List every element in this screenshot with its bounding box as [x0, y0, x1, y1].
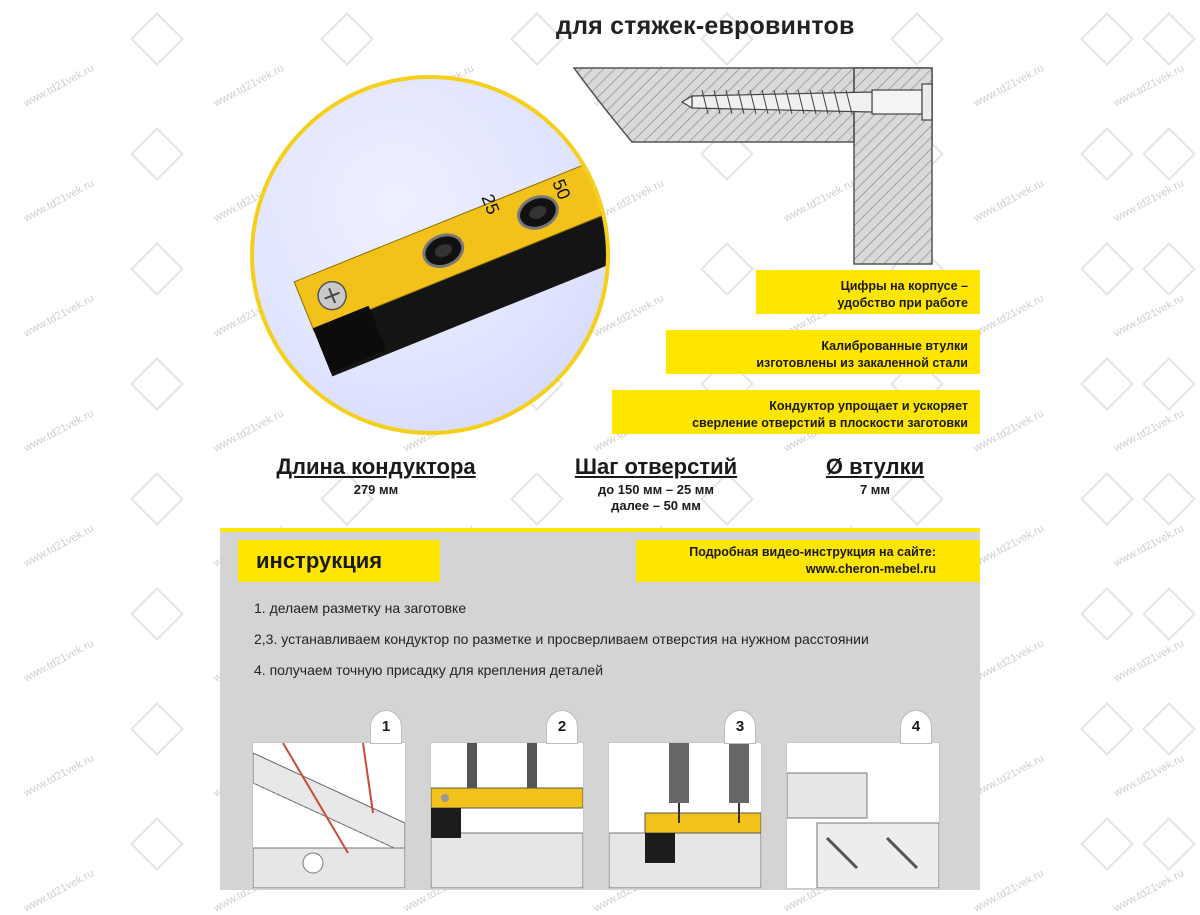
watermark-text: www.td21vek.ru: [21, 752, 96, 800]
callout-digits: Цифры на корпусе – удобство при работе: [756, 270, 980, 314]
watermark-text: www.td21vek.ru: [1111, 752, 1186, 800]
step-number-4: 4: [900, 710, 932, 744]
watermark-text: www.td21vek.ru: [211, 407, 286, 455]
watermark-logo-icon: [1080, 587, 1134, 641]
spec-length: Длина кондуктора 279 мм: [248, 454, 504, 498]
watermark-logo-icon: [130, 587, 184, 641]
video-link-caption: Подробная видео-инструкция на сайте:: [689, 545, 936, 559]
spec-bushing-value: 7 мм: [859, 482, 891, 497]
spec-pitch-value-2: далее – 50 мм: [611, 498, 701, 513]
spec-pitch: Шаг отверстий до 150 мм – 25 мм далее – …: [548, 454, 764, 514]
watermark-text: www.td21vek.ru: [211, 62, 286, 110]
spec-bushing: Ø втулки 7 мм: [800, 454, 950, 498]
watermark-logo-icon: [1080, 472, 1134, 526]
instruction-step-4: 4. получаем точную присадку для креплени…: [254, 662, 604, 678]
watermark-logo-icon: [130, 702, 184, 756]
step-number-2: 2: [546, 710, 578, 744]
step-illustration-2: [430, 742, 584, 889]
euro-screw-icon: [680, 83, 933, 121]
watermark-logo-icon: [1142, 242, 1196, 296]
watermark-text: www.td21vek.ru: [21, 522, 96, 570]
step-illustration-1: [252, 742, 406, 889]
step-number-3: 3: [724, 710, 756, 744]
instruction-step-2-3: 2,3. устанавливаем кондуктор по разметке…: [254, 631, 869, 647]
watermark-logo-icon: [1080, 127, 1134, 181]
watermark-text: www.td21vek.ru: [21, 637, 96, 685]
screw-joint-diagram: [572, 67, 933, 265]
watermark-text: www.td21vek.ru: [1111, 637, 1186, 685]
watermark-logo-icon: [1080, 357, 1134, 411]
watermark-logo-icon: [130, 12, 184, 66]
instruction-step-1: 1. делаем разметку на заготовке: [254, 600, 467, 616]
watermark-text: www.td21vek.ru: [21, 177, 96, 225]
watermark-text: www.td21vek.ru: [1111, 177, 1186, 225]
watermark-text: www.td21vek.ru: [971, 867, 1046, 915]
watermark-logo-icon: [130, 357, 184, 411]
watermark-text: www.td21vek.ru: [971, 752, 1046, 800]
step-number-1: 1: [370, 710, 402, 744]
watermark-text: www.td21vek.ru: [21, 407, 96, 455]
watermark-text: www.td21vek.ru: [21, 867, 96, 915]
watermark-logo-icon: [1142, 357, 1196, 411]
callout-bushings: Калиброванные втулки изготовлены из зака…: [666, 330, 980, 374]
spec-pitch-value-1: до 150 мм – 25 мм: [597, 482, 715, 497]
watermark-text: www.td21vek.ru: [1111, 292, 1186, 340]
jig-closeup-image: 25 50: [250, 75, 610, 435]
jig-closeup-svg: [293, 157, 606, 377]
watermark-text: www.td21vek.ru: [971, 292, 1046, 340]
watermark-text: www.td21vek.ru: [1111, 62, 1186, 110]
instruction-heading: инструкция: [238, 540, 440, 582]
watermark-logo-icon: [1142, 472, 1196, 526]
watermark-text: www.td21vek.ru: [971, 62, 1046, 110]
watermark-text: www.td21vek.ru: [971, 177, 1046, 225]
watermark-text: www.td21vek.ru: [971, 522, 1046, 570]
page-title: для стяжек-евровинтов: [556, 12, 855, 40]
watermark-logo-icon: [1142, 127, 1196, 181]
watermark-text: www.td21vek.ru: [971, 407, 1046, 455]
watermark-text: www.td21vek.ru: [1111, 407, 1186, 455]
watermark-logo-icon: [1080, 817, 1134, 871]
video-link-url[interactable]: www.cheron-mebel.ru: [805, 562, 936, 576]
watermark-logo-icon: [1080, 242, 1134, 296]
watermark-logo-icon: [130, 127, 184, 181]
watermark-logo-icon: [1142, 587, 1196, 641]
instruction-top-line: [220, 528, 980, 532]
watermark-text: www.td21vek.ru: [1111, 867, 1186, 915]
watermark-logo-icon: [130, 817, 184, 871]
spec-length-value: 279 мм: [353, 482, 399, 497]
watermark-logo-icon: [130, 242, 184, 296]
watermark-logo-icon: [130, 472, 184, 526]
callout-drilling: Кондуктор упрощает и ускоряет сверление …: [612, 390, 980, 434]
watermark-logo-icon: [1142, 12, 1196, 66]
spec-length-title: Длина кондуктора: [276, 454, 476, 479]
spec-bushing-title: Ø втулки: [825, 454, 925, 479]
watermark-text: www.td21vek.ru: [21, 62, 96, 110]
watermark-text: www.td21vek.ru: [21, 292, 96, 340]
watermark-text: www.td21vek.ru: [1111, 522, 1186, 570]
watermark-logo-icon: [890, 12, 944, 66]
watermark-text: www.td21vek.ru: [971, 637, 1046, 685]
watermark-logo-icon: [1080, 702, 1134, 756]
watermark-logo-icon: [1142, 702, 1196, 756]
watermark-logo-icon: [320, 12, 374, 66]
step-illustration-4: [786, 742, 940, 889]
watermark-logo-icon: [1142, 817, 1196, 871]
spec-pitch-title: Шаг отверстий: [574, 454, 738, 479]
watermark-logo-icon: [1080, 12, 1134, 66]
step-illustration-3: [608, 742, 762, 889]
video-link-box[interactable]: Подробная видео-инструкция на сайте: www…: [636, 540, 980, 582]
